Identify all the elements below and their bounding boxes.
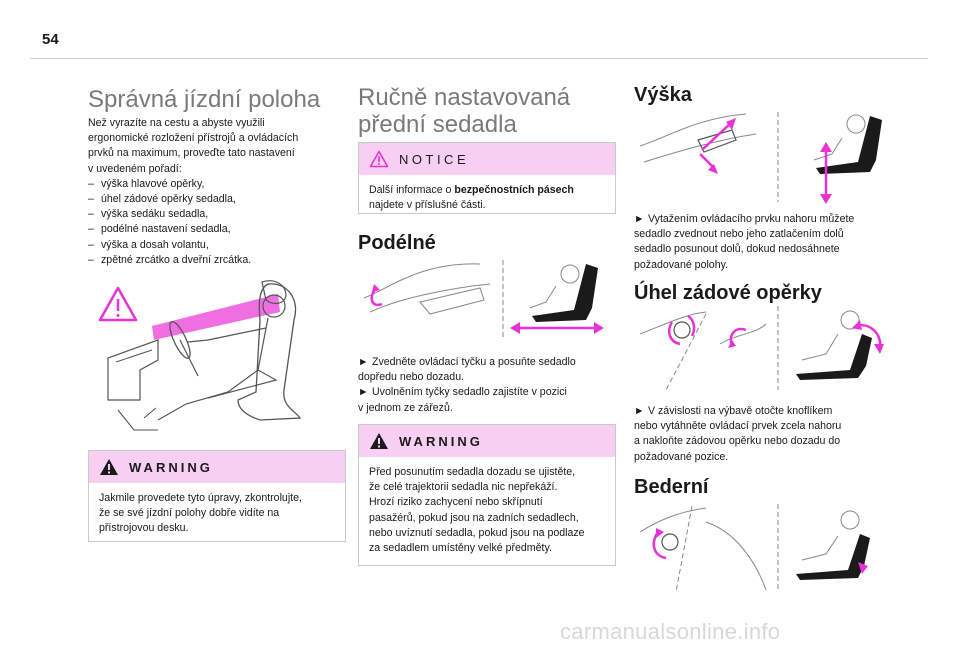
step-item: ►Uvolněním tyčky sedadlo zajistíte v poz… (358, 386, 567, 399)
intro-line: Než vyrazíte na cestu a abyste využili (88, 117, 265, 129)
warning-label: WARNING (129, 459, 213, 475)
warning-box: WARNING Jakmile provedete tyto úpravy, z… (88, 450, 346, 542)
list-item: –výška sedáku sedadla, (88, 208, 209, 221)
longitudinal-steps: ►Zvedněte ovládací tyčku a posuňte sedad… (358, 355, 618, 416)
list-item: –úhel zádové opěrky sedadla, (88, 193, 236, 206)
list-item: –výška a dosah volantu, (88, 238, 209, 251)
list-item: –výška hlavové opěrky, (88, 177, 205, 190)
intro-paragraph: Než vyrazíte na cestu a abyste využili e… (88, 116, 348, 268)
section-title-driving-position: Správná jízdní poloha (88, 86, 321, 113)
backrest-instructions: ►V závislosti na výbavě otočte knoflíkem… (634, 405, 842, 463)
warning-header: WARNING (89, 451, 345, 483)
driver-position-illustration (88, 280, 338, 440)
seatbelts-bold: bezpečnostních pásech (454, 184, 574, 196)
warning-box: WARNING Před posunutím sedadla dozadu se… (358, 424, 616, 566)
height-instructions: ►Vytažením ovládacího prvku nahoru můžet… (634, 213, 855, 271)
notice-header: NOTICE (359, 143, 615, 175)
intro-line: ergonomické rozložení přístrojů a ovláda… (88, 132, 299, 145)
header-divider (30, 58, 928, 59)
warning-icon (100, 459, 118, 475)
notice-label: NOTICE (399, 151, 470, 167)
section-heading-longitudinal: Podélné (358, 232, 436, 254)
section-heading-height: Výška (634, 84, 692, 106)
warning-icon (370, 433, 388, 449)
lumbar-illustration (636, 502, 886, 594)
watermark: carmanualsonline.info (560, 619, 781, 644)
section-heading-lumbar: Bederní (634, 476, 709, 498)
list-item: –podélné nastavení sedadla, (88, 223, 231, 236)
notice-box: NOTICE Další informace o bezpečnostních … (358, 142, 616, 214)
warning-triangle-icon (98, 286, 138, 322)
list-item: –zpětné zrcátko a dveřní zrcátka. (88, 253, 252, 266)
warning-text: Před posunutím sedadla dozadu se ujistět… (369, 466, 585, 555)
backrest-angle-illustration (636, 304, 886, 394)
intro-line: v uvedeném pořadí: (88, 162, 182, 175)
warning-text: Jakmile provedete tyto úpravy, zkontrolu… (99, 492, 302, 535)
notice-text: Další informace o bezpečnostních pásech … (369, 184, 574, 212)
step-item: ►Zvedněte ovládací tyčku a posuňte sedad… (358, 356, 576, 368)
section-heading-backrest-angle: Úhel zádové opěrky (634, 282, 822, 304)
longitudinal-illustration (360, 258, 610, 342)
page-number: 54 (42, 31, 59, 48)
warning-header: WARNING (359, 425, 615, 457)
height-illustration (636, 110, 886, 206)
notice-icon (369, 150, 389, 168)
warning-label: WARNING (399, 433, 483, 449)
section-title-manual-seats: Ručně nastavovaná přední sedadla (358, 84, 571, 138)
intro-line: prvků na maximum, proveďte tato nastaven… (88, 147, 295, 160)
